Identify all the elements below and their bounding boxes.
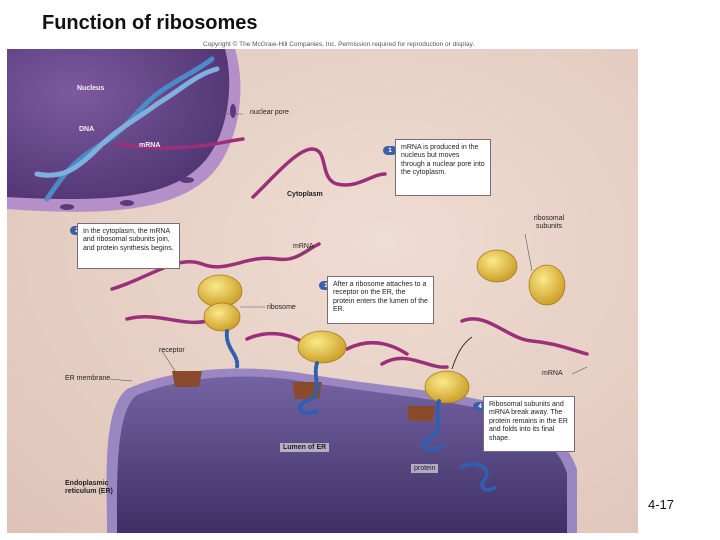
step-1-badge: 1 [383, 146, 397, 155]
mrna-right-label: mRNA [542, 370, 563, 377]
protein-label: protein [411, 464, 439, 473]
step-4-callout: Ribosomal subunits and mRNA break away. … [483, 396, 575, 452]
mrna-strands [110, 137, 589, 369]
lumen-label: Lumen of ER [280, 443, 330, 452]
mrna-center-label: mRNA [293, 243, 314, 250]
ribosome-figure: Nucleus DNA mRNA nuclear pore Cytoplasm … [7, 49, 638, 533]
nucleus-label: Nucleus [77, 85, 105, 92]
step-3-callout: After a ribosome attaches to a receptor … [327, 276, 434, 324]
ribosomes [197, 249, 566, 404]
mrna-nucleus-label: mRNA [139, 142, 161, 149]
ribosome-label: ribosome [267, 304, 296, 311]
arrow-detach [451, 336, 473, 370]
dna-helix [34, 56, 220, 202]
receptor-label: receptor [159, 347, 185, 354]
nuclear-pore-label: nuclear pore [250, 109, 289, 116]
copyright-notice: Copyright © The McGraw-Hill Companies, I… [203, 41, 475, 48]
step-1-callout: mRNA is produced in the nucleus but move… [395, 139, 491, 196]
slide-number: 4-17 [648, 497, 675, 512]
endoplasmic-reticulum [116, 376, 567, 533]
proteins [224, 329, 497, 492]
step-2-callout: In the cytoplasm, the mRNA and ribosomal… [77, 223, 180, 269]
ribosomal-subunits-label: ribosomal subunits [533, 215, 565, 230]
cytoplasm-label: Cytoplasm [287, 191, 323, 198]
leader-lines [109, 113, 588, 470]
slide-title: Function of ribosomes [42, 12, 258, 34]
nuclear-pores [60, 104, 236, 210]
er-label: Endoplasmic reticulum (ER) [65, 480, 113, 495]
nucleus [7, 49, 230, 200]
ribosome-illustration [7, 49, 638, 533]
dna-label: DNA [79, 126, 95, 133]
er-membrane-label: ER membrane [65, 375, 111, 382]
step-4-badge: 4 [473, 402, 487, 411]
step-3-badge: 3 [319, 281, 333, 290]
